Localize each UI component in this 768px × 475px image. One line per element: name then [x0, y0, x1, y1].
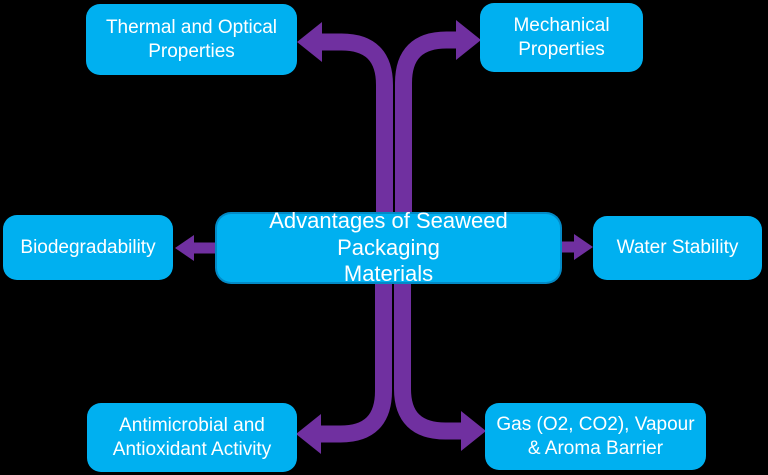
arrow-center-to-gas-barrier [394, 276, 486, 451]
arrow-center-to-mechanical [395, 20, 481, 220]
arrow-center-to-biodegradability [175, 235, 216, 261]
node-gas-vapour-aroma-barrier: Gas (O2, CO2), Vapour & Aroma Barrier [485, 403, 706, 470]
node-label: Gas (O2, CO2), Vapour & Aroma Barrier [496, 414, 695, 459]
node-mechanical-properties: Mechanical Properties [480, 3, 643, 72]
arrow-center-to-antimicrobial [296, 276, 392, 454]
node-water-stability: Water Stability [593, 216, 762, 280]
node-antimicrobial-antioxidant-activity: Antimicrobial and Antioxidant Activity [87, 403, 297, 472]
arrow-center-to-thermal-optical [297, 22, 393, 220]
node-label: Mechanical Properties [513, 15, 610, 60]
arrow-center-to-water-stability [561, 234, 593, 260]
node-label: Water Stability [616, 237, 739, 259]
node-label: Antimicrobial and Antioxidant Activity [112, 415, 272, 460]
node-thermal-optical-properties: Thermal and Optical Properties [86, 4, 297, 75]
node-label: Biodegradability [20, 236, 156, 258]
node-biodegradability: Biodegradability [3, 215, 173, 280]
node-label: Thermal and Optical Properties [105, 17, 278, 62]
node-center-advantages: Advantages of Seaweed Packaging Material… [215, 208, 562, 286]
node-label: Advantages of Seaweed Packaging Material… [269, 207, 508, 287]
